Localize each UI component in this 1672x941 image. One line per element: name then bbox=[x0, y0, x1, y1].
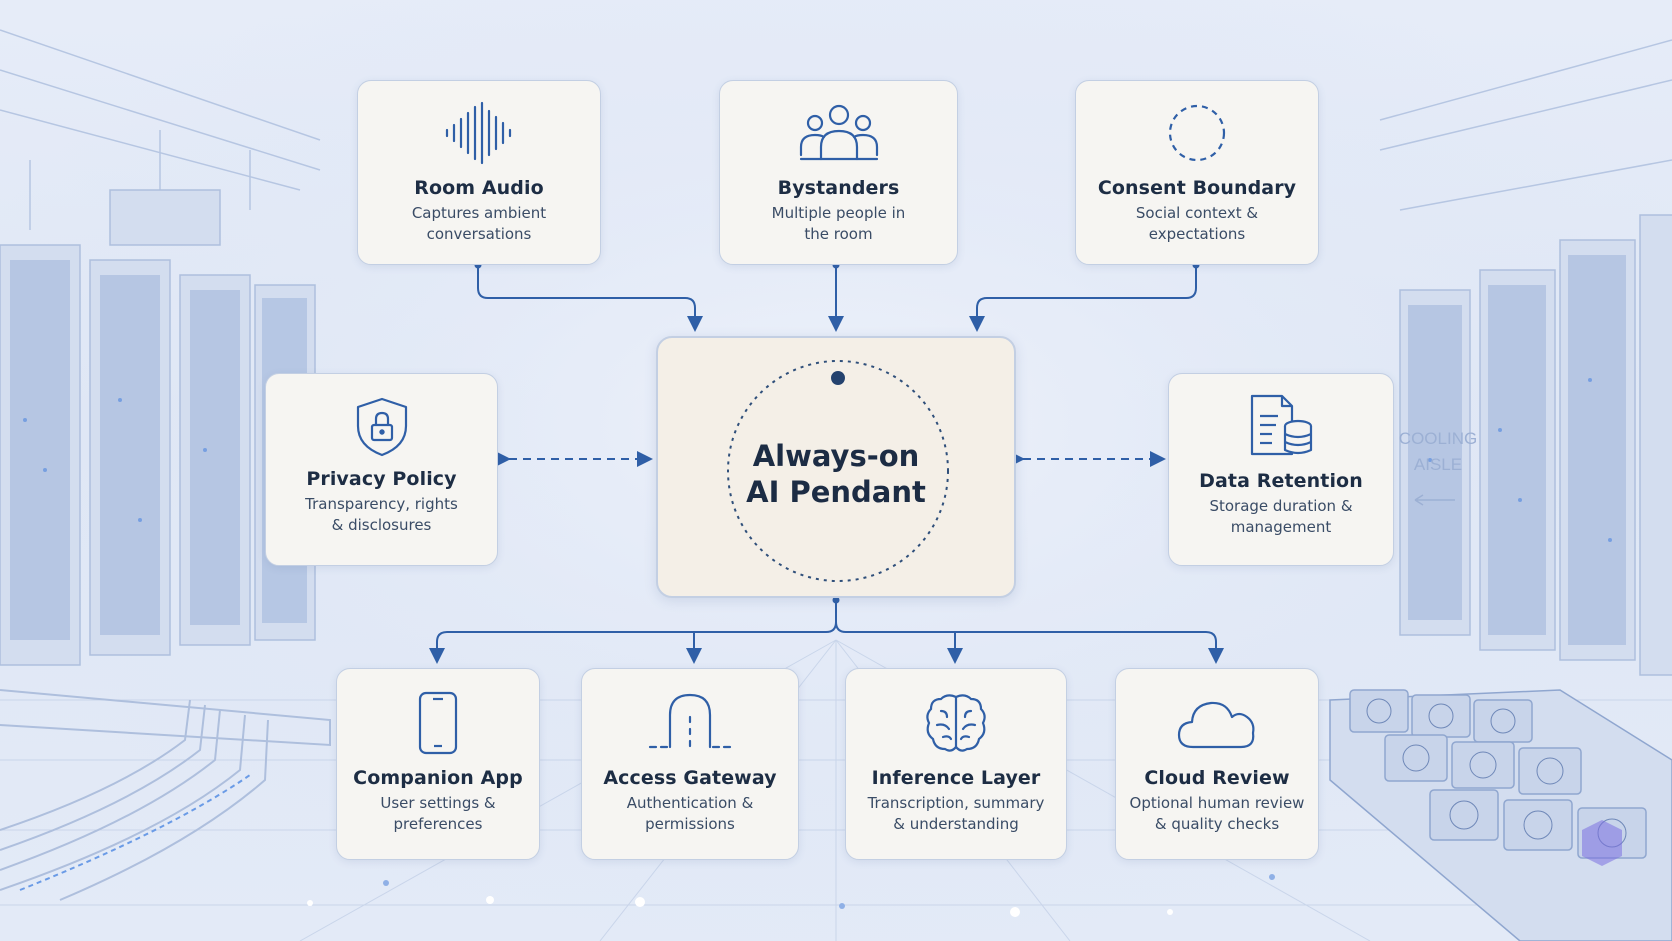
bystanders-card: Bystanders Multiple people in the room bbox=[719, 80, 958, 265]
companion-app-description: User settings & preferences bbox=[337, 793, 539, 835]
bystanders-title: Bystanders bbox=[777, 177, 900, 199]
consent-boundary-title: Consent Boundary bbox=[1097, 177, 1297, 199]
inference-layer-title: Inference Layer bbox=[871, 767, 1041, 789]
privacy-desc-line2: & disclosures bbox=[331, 516, 432, 534]
audio-waveform-icon bbox=[445, 101, 512, 165]
privacy-policy-card: Privacy Policy Transparency, rights & di… bbox=[265, 373, 498, 566]
companion-app-title: Companion App bbox=[353, 767, 523, 789]
room-audio-title: Room Audio bbox=[414, 177, 544, 199]
access-gateway-card: Access Gateway Authentication & permissi… bbox=[581, 668, 799, 860]
smartphone-icon bbox=[418, 691, 458, 755]
inference-desc-line2: & understanding bbox=[893, 815, 1019, 833]
document-database-icon bbox=[1250, 394, 1313, 456]
always-on-ai-pendant-hub: Always-on AI Pendant bbox=[656, 336, 1016, 598]
companion-app-card: Companion App User settings & preference… bbox=[336, 668, 540, 860]
cloud-desc-line2: & quality checks bbox=[1154, 815, 1280, 833]
connector-bus bbox=[835, 600, 1224, 664]
cloud-review-title: Cloud Review bbox=[1144, 767, 1290, 789]
data-retention-description: Storage duration & management bbox=[1169, 496, 1393, 538]
companion-desc-line1: User settings & bbox=[380, 794, 496, 812]
inference-desc-line1: Transcription, summary bbox=[867, 794, 1045, 812]
room-audio-desc-line2: conversations bbox=[426, 225, 532, 243]
shield-lock-icon bbox=[356, 397, 407, 457]
bystanders-description: Multiple people in the room bbox=[720, 203, 957, 245]
cloud-desc-line1: Optional human review bbox=[1129, 794, 1305, 812]
privacy-policy-title: Privacy Policy bbox=[306, 468, 457, 490]
pendant-orbit-icon bbox=[727, 360, 949, 582]
privacy-policy-description: Transparency, rights & disclosures bbox=[266, 494, 497, 536]
brain-icon bbox=[926, 694, 986, 752]
cloud-review-card: Cloud Review Optional human review & qua… bbox=[1115, 668, 1319, 860]
companion-desc-line2: preferences bbox=[393, 815, 483, 833]
gateway-desc-line1: Authentication & bbox=[626, 794, 754, 812]
room-audio-card: Room Audio Captures ambient conversation… bbox=[357, 80, 601, 265]
connector-room-audio bbox=[477, 265, 703, 332]
cooling-sign-line1: COOLING bbox=[1398, 429, 1478, 448]
room-audio-description: Captures ambient conversations bbox=[358, 203, 600, 245]
hub-title: Always-on AI Pendant bbox=[658, 438, 1014, 510]
retention-desc-line2: management bbox=[1230, 518, 1332, 536]
connector-consent bbox=[969, 265, 1197, 332]
consent-boundary-description: Social context & expectations bbox=[1076, 203, 1318, 245]
gateway-arch-icon bbox=[648, 693, 732, 749]
bystanders-desc-line1: Multiple people in bbox=[771, 204, 906, 222]
data-retention-title: Data Retention bbox=[1199, 470, 1363, 492]
people-group-icon bbox=[799, 104, 878, 161]
room-audio-desc-line1: Captures ambient bbox=[411, 204, 547, 222]
cooling-aisle-sign: COOLING AISLE bbox=[1398, 426, 1478, 478]
data-retention-card: Data Retention Storage duration & manage… bbox=[1168, 373, 1394, 566]
bystanders-desc-line2: the room bbox=[804, 225, 873, 243]
retention-desc-line1: Storage duration & bbox=[1209, 497, 1353, 515]
hub-title-line2: AI Pendant bbox=[746, 475, 926, 509]
gateway-desc-line2: permissions bbox=[645, 815, 735, 833]
privacy-desc-line1: Transparency, rights bbox=[305, 495, 458, 513]
cooling-sign-line2: AISLE bbox=[1413, 455, 1463, 474]
cloud-review-description: Optional human review & quality checks bbox=[1116, 793, 1318, 835]
hub-title-line1: Always-on bbox=[752, 439, 920, 473]
inference-layer-card: Inference Layer Transcription, summary &… bbox=[845, 668, 1067, 860]
inference-layer-description: Transcription, summary & understanding bbox=[846, 793, 1066, 835]
access-gateway-title: Access Gateway bbox=[603, 767, 777, 789]
consent-boundary-card: Consent Boundary Social context & expect… bbox=[1075, 80, 1319, 265]
cloud-icon bbox=[1177, 701, 1255, 749]
dashed-circle-icon bbox=[1168, 104, 1226, 162]
consent-desc-line1: Social context & bbox=[1135, 204, 1259, 222]
consent-desc-line2: expectations bbox=[1148, 225, 1246, 243]
access-gateway-description: Authentication & permissions bbox=[582, 793, 798, 835]
